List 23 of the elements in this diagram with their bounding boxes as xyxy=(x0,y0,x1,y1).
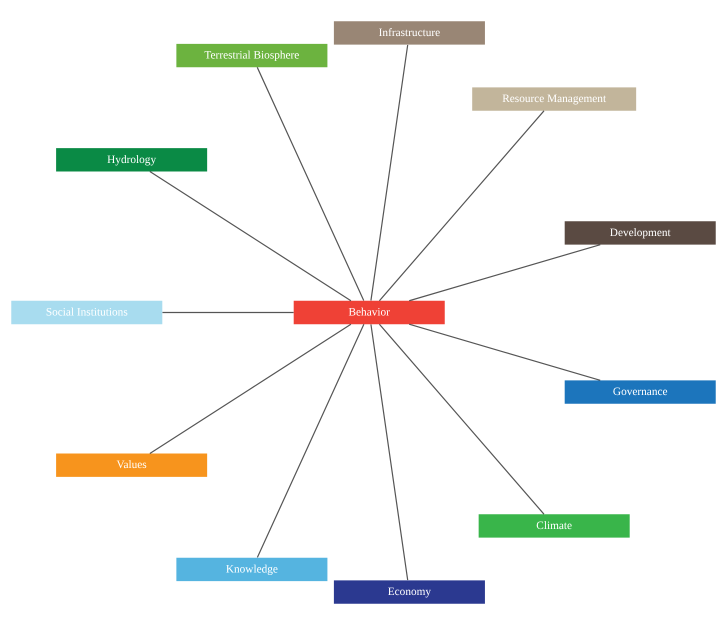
connector xyxy=(378,110,544,301)
node-box: Economy xyxy=(334,580,485,604)
node-box: Infrastructure xyxy=(334,20,485,44)
connector xyxy=(408,323,600,380)
connector xyxy=(378,323,544,514)
node-box: Social Institutions xyxy=(11,300,162,324)
connector xyxy=(256,66,364,300)
connector xyxy=(256,323,364,558)
connector xyxy=(370,44,408,300)
connector xyxy=(150,170,352,301)
node-box: Climate xyxy=(478,514,630,538)
connector xyxy=(370,324,408,580)
node-box: Knowledge xyxy=(176,557,328,581)
node-box: Values xyxy=(56,452,208,476)
node-box: Hydrology xyxy=(56,148,208,172)
node-box: Terrestrial Biosphere xyxy=(176,43,328,67)
node-box: Resource Management xyxy=(472,86,636,110)
node-box: Governance xyxy=(564,380,716,404)
node-box: Development xyxy=(564,220,716,244)
connector xyxy=(162,311,294,313)
connector xyxy=(409,244,600,301)
connector xyxy=(150,323,352,454)
node-box: Behavior xyxy=(294,300,445,324)
